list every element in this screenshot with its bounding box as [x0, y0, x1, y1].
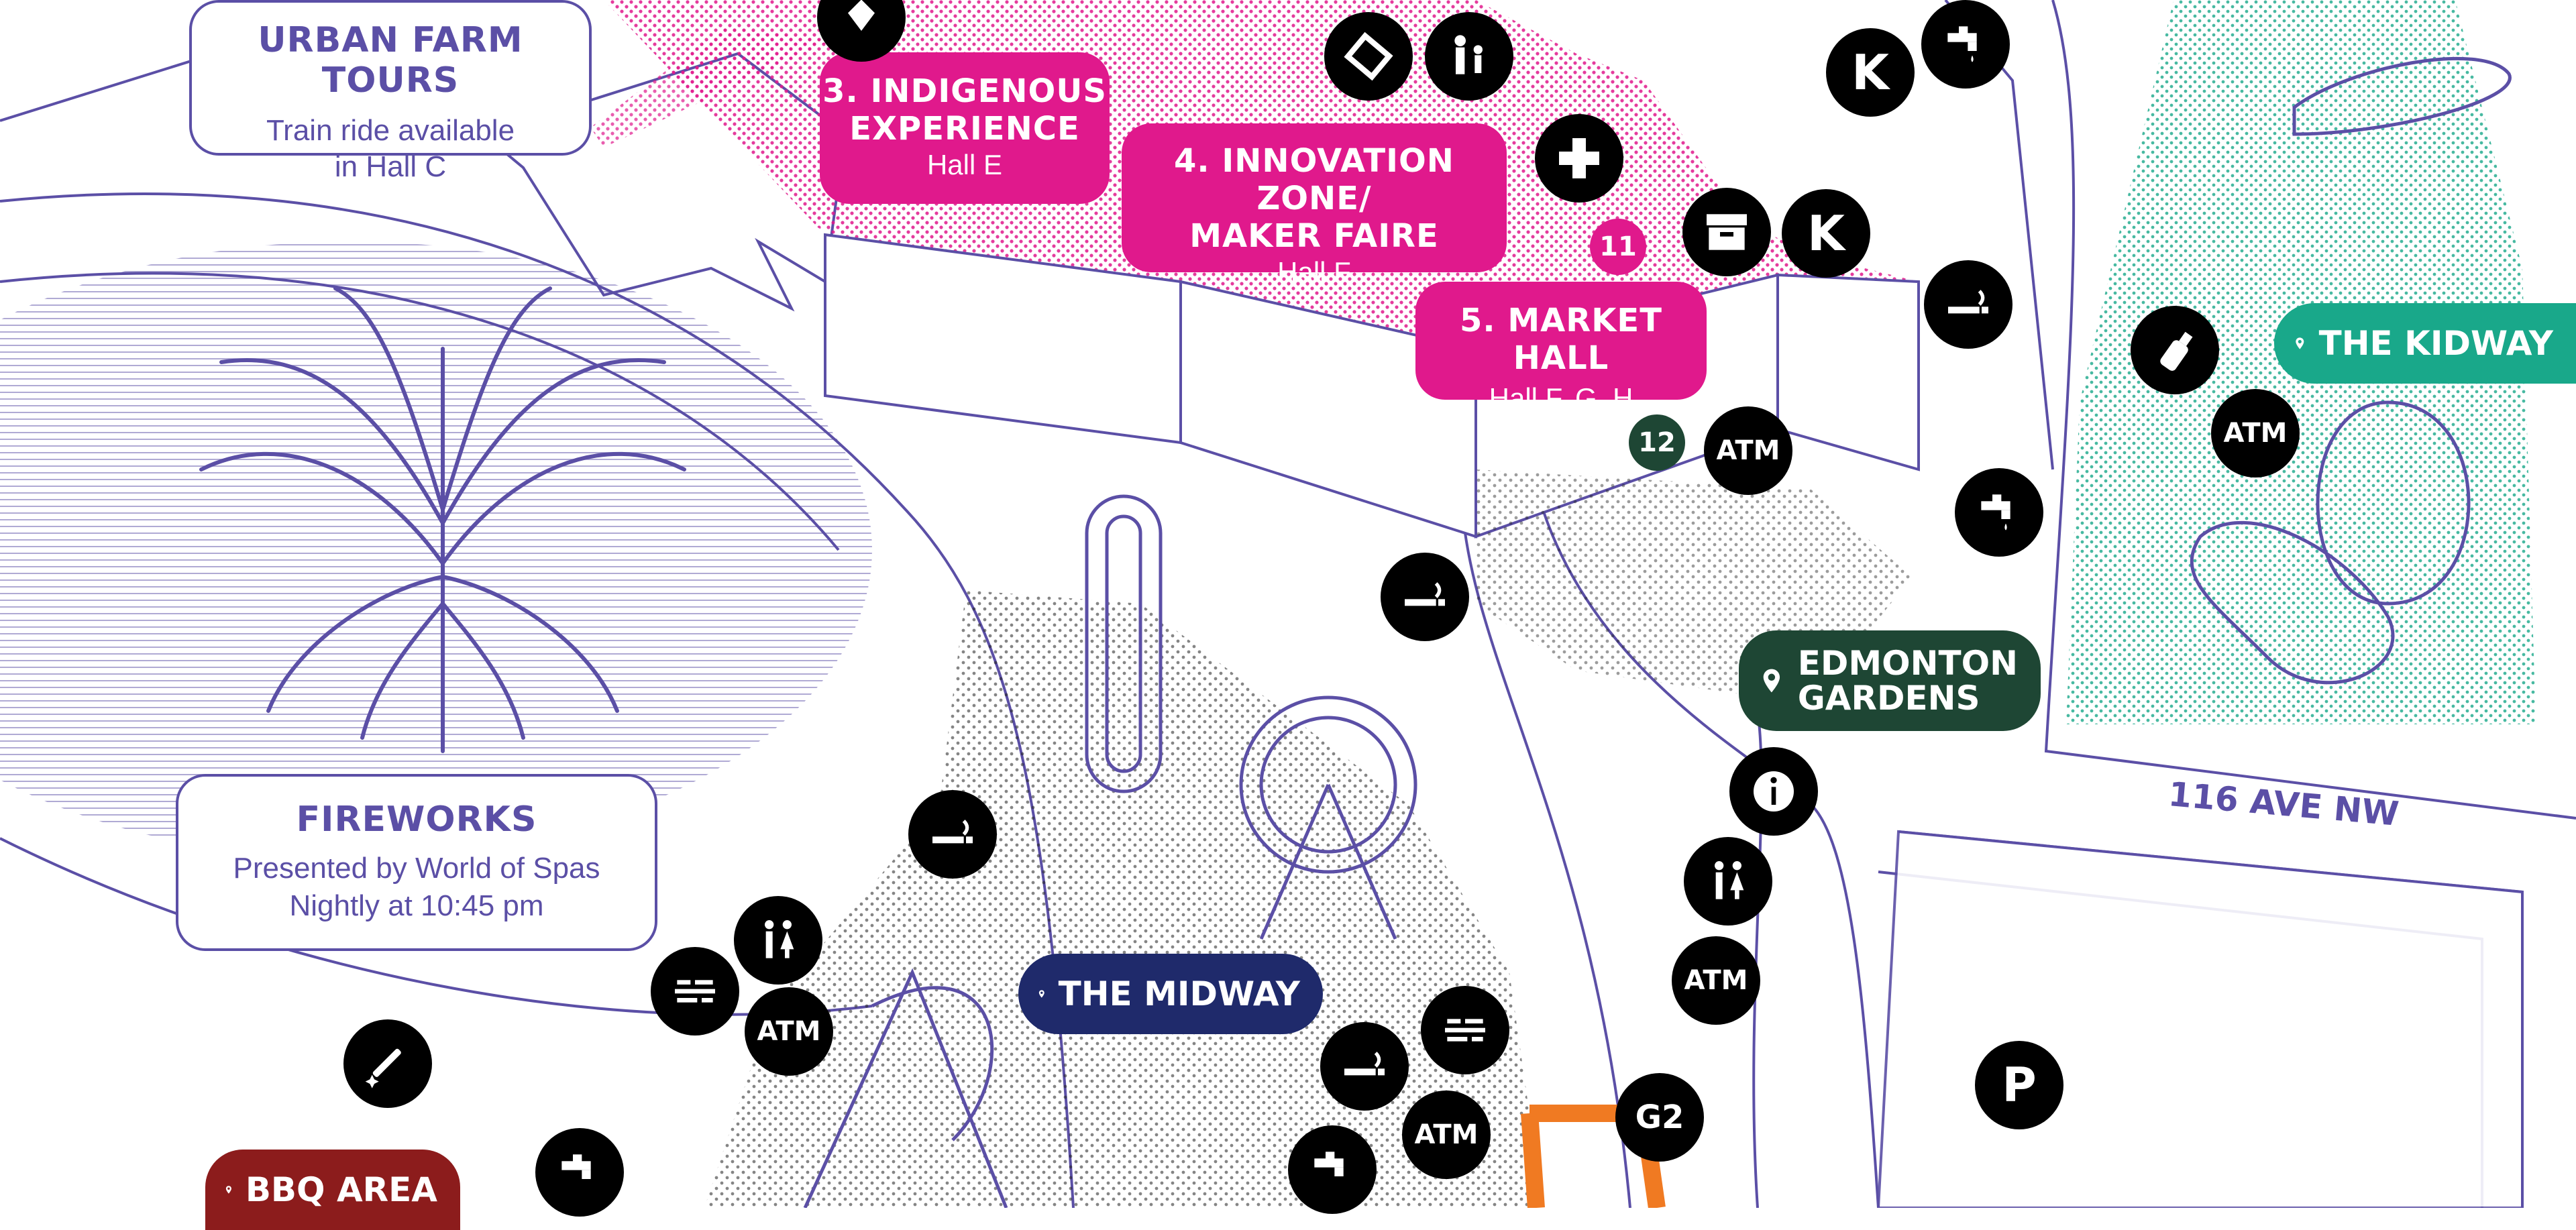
- kidway-label: THE KIDWAY: [2318, 324, 2553, 363]
- urban-farm-tours-box: URBAN FARM TOURS Train ride available in…: [189, 0, 592, 183]
- fireworks-line2: Nightly at 10:45 pm: [289, 889, 544, 922]
- bbq-label: BBQ AREA: [245, 1170, 437, 1209]
- midway-label: THE MIDWAY: [1058, 974, 1300, 1013]
- storage-box-icon[interactable]: [1682, 188, 1771, 276]
- parking-lot: [1876, 830, 2524, 1208]
- location-bbq-area[interactable]: BBQ AREA: [205, 1150, 460, 1230]
- smoking-area-icon[interactable]: [908, 790, 997, 879]
- innovation-title2: MAKER FAIRE: [1189, 217, 1439, 255]
- location-the-kidway[interactable]: THE KIDWAY: [2274, 303, 2576, 384]
- market-title: 5. MARKET HALL: [1460, 302, 1662, 377]
- edmonton-line1: EDMONTON: [1797, 644, 2018, 683]
- fireworks-title: FIREWORKS: [296, 799, 537, 840]
- food-icon[interactable]: [651, 947, 739, 1036]
- fireworks-line1: Presented by World of Spas: [233, 852, 600, 885]
- information-icon[interactable]: [1729, 747, 1818, 836]
- water-tap-icon[interactable]: [1955, 468, 2043, 557]
- urban-farm-line2: in Hall C: [334, 150, 447, 183]
- water-tap-icon[interactable]: [1288, 1125, 1377, 1214]
- hall-label-innovation[interactable]: 4. INNOVATION ZONE/ MAKER FAIRE Hall F: [1122, 123, 1507, 288]
- innovation-sub: Hall F: [1277, 256, 1351, 288]
- urban-farm-title: URBAN FARM TOURS: [258, 20, 523, 101]
- food-icon[interactable]: [1421, 986, 1509, 1074]
- fireworks-box: FIREWORKS Presented by World of Spas Nig…: [176, 774, 657, 951]
- smoking-area-icon[interactable]: [1924, 260, 2012, 349]
- badge-11[interactable]: 11: [1590, 219, 1646, 275]
- atm-icon[interactable]: ATM: [1672, 936, 1760, 1025]
- baby-bottle-icon[interactable]: [2131, 306, 2219, 394]
- market-sub: Hall F, G, H: [1489, 382, 1633, 414]
- atm-icon[interactable]: ATM: [745, 987, 833, 1076]
- edmonton-line2: GARDENS: [1797, 679, 1980, 718]
- indigenous-title2: EXPERIENCE: [849, 110, 1080, 148]
- urban-farm-line1: Train ride available: [266, 114, 515, 147]
- location-the-midway[interactable]: THE MIDWAY: [1018, 954, 1323, 1034]
- kiosk-icon[interactable]: K: [1826, 28, 1915, 117]
- farm-path-pink: [590, 27, 832, 148]
- smoking-area-icon[interactable]: [1381, 553, 1469, 641]
- family-icon[interactable]: [1425, 12, 1513, 101]
- restroom-icon[interactable]: [734, 896, 822, 985]
- location-edmonton-gardens[interactable]: EDMONTON GARDENS: [1739, 630, 2041, 731]
- atm-icon[interactable]: ATM: [1402, 1091, 1491, 1179]
- gate-g2-icon[interactable]: G2: [1615, 1073, 1704, 1162]
- tickets-icon[interactable]: [1324, 12, 1413, 101]
- atm-icon[interactable]: ATM: [1704, 406, 1792, 495]
- parking-icon[interactable]: P: [1975, 1041, 2063, 1129]
- smoking-area-icon[interactable]: [1320, 1022, 1409, 1111]
- indigenous-sub: Hall E: [926, 149, 1003, 180]
- ride-illustrations: [803, 56, 2512, 1208]
- first-aid-icon[interactable]: [1535, 114, 1623, 203]
- fireworks-illustration: [199, 286, 686, 753]
- badge-12[interactable]: 12: [1629, 414, 1685, 471]
- location-pin-icon: [225, 1186, 231, 1194]
- location-pin-icon: [2296, 337, 2304, 349]
- hall-label-market[interactable]: 5. MARKET HALL Hall F, G, H: [1415, 282, 1707, 414]
- restroom-icon[interactable]: [1684, 837, 1772, 926]
- water-tap-icon[interactable]: [1921, 0, 2010, 89]
- hall-label-indigenous[interactable]: 3. INDIGENOUS EXPERIENCE Hall E: [820, 52, 1110, 204]
- location-pin-icon: [1763, 669, 1780, 693]
- location-pin-icon: [1038, 990, 1044, 998]
- water-tap-icon[interactable]: [535, 1128, 624, 1217]
- innovation-title1: 4. INNOVATION ZONE/: [1174, 142, 1454, 217]
- sparkler-icon[interactable]: [343, 1019, 432, 1108]
- edmonton-gardens-text: EDMONTON GARDENS: [1798, 646, 2018, 716]
- indigenous-title1: 3. INDIGENOUS: [822, 72, 1107, 110]
- atm-icon[interactable]: ATM: [2211, 389, 2300, 478]
- kiosk-icon[interactable]: K: [1782, 189, 1870, 278]
- fireworks-field: [0, 241, 872, 858]
